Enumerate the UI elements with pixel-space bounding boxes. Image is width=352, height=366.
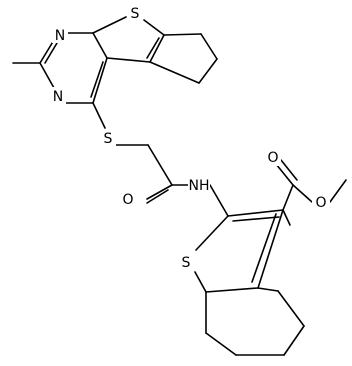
bond	[146, 189, 169, 204]
bond	[146, 184, 173, 200]
bond	[39, 39, 55, 64]
bond	[232, 216, 280, 222]
bond	[39, 62, 55, 89]
bond	[194, 271, 207, 293]
atom-s-thioether: S	[104, 131, 113, 147]
bond	[146, 37, 160, 59]
bond	[90, 61, 104, 98]
bond	[205, 287, 259, 293]
bonds	[12, 16, 347, 356]
bond	[280, 159, 298, 181]
bond	[282, 184, 294, 211]
bond	[163, 33, 202, 36]
bond	[92, 32, 108, 59]
atom-o-amide: O	[122, 192, 133, 208]
bond	[149, 61, 200, 84]
atom-nh-amide: NH	[189, 178, 210, 194]
bond	[195, 215, 229, 251]
bond	[143, 19, 165, 36]
atom-s-thiophene-top: S	[131, 6, 140, 22]
bond	[227, 209, 284, 217]
atom-o-ester-methoxy: O	[315, 195, 326, 211]
atom-n-bottom: N	[53, 89, 63, 105]
atom-labels: N S N S O NH O O S	[50, 4, 330, 271]
bond	[44, 42, 58, 64]
bond	[209, 184, 229, 217]
bond	[92, 102, 106, 129]
atom-o-ester-carbonyl: O	[267, 150, 278, 166]
bond	[329, 179, 347, 203]
bond	[251, 213, 277, 283]
bond	[257, 287, 279, 292]
bond	[92, 57, 108, 104]
atom-n-top: N	[55, 28, 65, 44]
bond	[200, 33, 218, 60]
bond	[257, 209, 284, 289]
bond	[106, 57, 151, 63]
bond	[149, 34, 165, 63]
bond	[205, 332, 237, 356]
atom-s-thiophene-bottom: S	[182, 255, 191, 271]
bond	[292, 184, 313, 203]
bond	[92, 16, 127, 34]
bond	[198, 58, 218, 84]
bond	[282, 209, 291, 226]
bond	[147, 144, 173, 186]
bond	[275, 163, 294, 186]
bond	[283, 325, 305, 356]
bond	[277, 290, 305, 327]
